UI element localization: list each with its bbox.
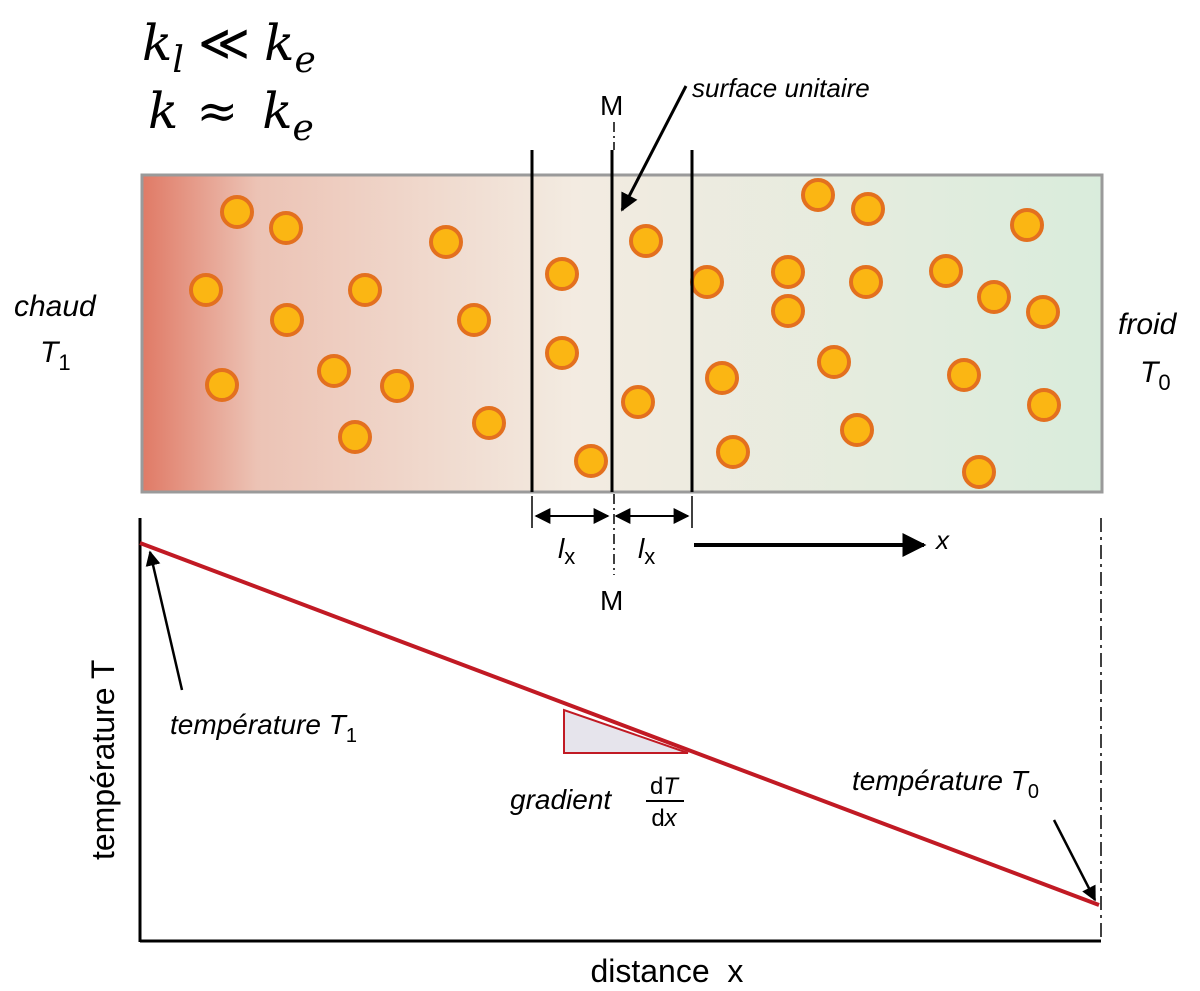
particle <box>380 369 414 403</box>
formula: kl≪ke k≈ke <box>142 14 316 149</box>
lx-label-left: lx <box>558 533 575 569</box>
particle <box>690 265 724 299</box>
particle <box>962 455 996 489</box>
particle <box>574 444 608 478</box>
particle <box>220 195 254 229</box>
particle <box>621 385 655 419</box>
formula-line1: kl≪ke <box>142 14 316 81</box>
lx-label-right: lx <box>638 533 655 569</box>
cold-temperature: T0 <box>1140 356 1171 395</box>
particle <box>472 406 506 440</box>
temperature-t0-label: température T0 <box>852 765 1039 803</box>
surface-label: surface unitaire <box>692 73 870 103</box>
particle <box>338 420 372 454</box>
particle <box>545 257 579 291</box>
cold-word: froid <box>1118 308 1178 341</box>
gradient-denominator: dx <box>651 805 677 832</box>
gradient-numerator: dT <box>650 773 680 800</box>
gradient-triangle <box>563 708 689 754</box>
particle <box>849 265 883 299</box>
particle <box>429 225 463 259</box>
particle <box>205 368 239 402</box>
temperature-profile-line <box>139 541 1100 907</box>
particle <box>189 273 223 307</box>
particle <box>1026 295 1060 329</box>
particle <box>1010 208 1044 242</box>
particle <box>269 211 303 245</box>
particle <box>947 358 981 392</box>
surface-arrow <box>620 85 688 212</box>
particle <box>629 224 663 258</box>
particle <box>771 294 805 328</box>
particle <box>545 336 579 370</box>
particle <box>1027 388 1061 422</box>
particle <box>317 354 351 388</box>
particle <box>817 345 851 379</box>
particle <box>270 303 304 337</box>
temperature-t0-arrow <box>1052 819 1097 902</box>
hot-word: chaud <box>14 290 97 323</box>
particles <box>189 178 1061 489</box>
particle <box>705 361 739 395</box>
particle <box>771 255 805 289</box>
hot-temperature: T1 <box>40 336 71 375</box>
gradient-label: gradient <box>510 784 612 815</box>
temperature-t1-label: température T1 <box>170 709 357 747</box>
x-direction-label: x <box>934 525 950 555</box>
particle <box>977 280 1011 314</box>
particle <box>348 273 382 307</box>
particle <box>929 254 963 288</box>
temperature-t1-arrow <box>145 550 184 691</box>
particle <box>801 178 835 212</box>
particle <box>840 413 874 447</box>
x-axis-label: distance x <box>546 953 770 989</box>
plane-label-top: M <box>600 90 623 121</box>
formula-line2: k≈ke <box>148 82 314 149</box>
particle <box>851 192 885 226</box>
plane-label-bottom: M <box>600 585 623 616</box>
particle <box>716 435 750 469</box>
y-axis-label: température T <box>85 660 121 860</box>
particle <box>457 303 491 337</box>
